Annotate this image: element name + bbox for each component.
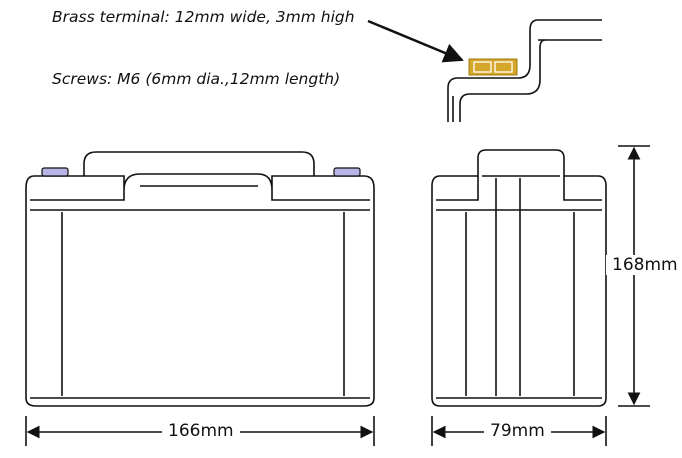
detail-inner-profile — [459, 39, 546, 122]
depth-label: 79mm — [484, 421, 551, 441]
brass-terminal — [468, 58, 518, 76]
dimension-lines — [25, 145, 650, 446]
width-label: 166mm — [162, 421, 240, 441]
screw-left — [41, 167, 69, 177]
side-shoulder-right — [563, 176, 602, 201]
front-body-outline — [25, 173, 375, 407]
front-view — [25, 151, 375, 407]
side-shoulder-left — [436, 176, 479, 201]
detail-outer-profile — [447, 19, 539, 122]
screw-note: Screws: M6 (6mm dia.,12mm length) — [52, 70, 341, 88]
height-label: 168mm — [606, 255, 682, 275]
side-body-outline — [431, 149, 607, 407]
side-view — [431, 149, 607, 407]
terminal-detail — [447, 19, 602, 122]
terminal-pointer-arrow — [367, 19, 464, 63]
front-shoulder-left — [30, 190, 125, 201]
front-handle-outer — [83, 151, 315, 176]
front-shoulder-right — [271, 190, 370, 201]
screw-right — [333, 167, 361, 177]
terminal-note: Brass terminal: 12mm wide, 3mm high — [52, 8, 355, 26]
